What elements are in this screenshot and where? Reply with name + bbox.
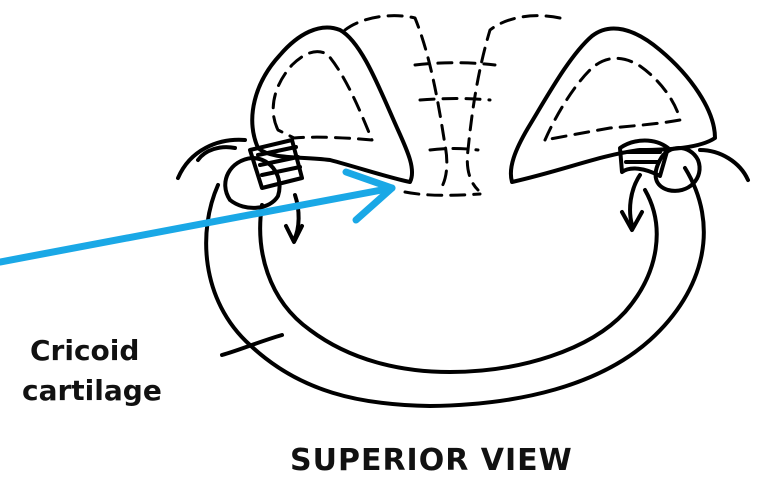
view-caption: SUPERIOR VIEW [290,443,573,478]
pointer-arrow [0,172,392,262]
cricoid-label-line2: cartilage [22,374,162,407]
cricoid-label-line1: Cricoid [30,334,139,367]
dashed-central-structures [345,16,560,196]
left-arytenoid-cartilage [252,28,412,182]
right-arytenoid-cartilage [511,28,715,182]
cricoid-leader-line [222,335,282,355]
